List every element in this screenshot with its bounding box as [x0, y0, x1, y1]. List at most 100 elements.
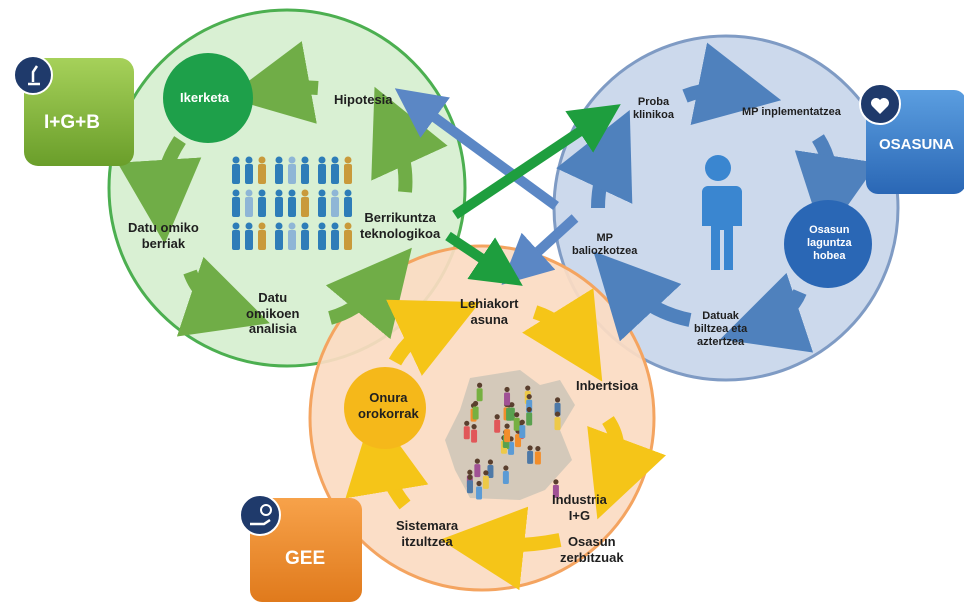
person-figure — [331, 189, 339, 217]
gee-badge[interactable] — [239, 494, 362, 602]
zerb-line1: Osasun — [567, 534, 616, 549]
person-figure — [275, 222, 283, 250]
osasun-laguntza-hobea-label: Osasun laguntza hobea — [807, 224, 852, 264]
sistemara-line2: itzultzea — [401, 533, 453, 549]
person-figure — [301, 189, 309, 217]
person-figure — [258, 156, 266, 184]
proba-klinikoa-label: Proba klinikoa — [633, 96, 674, 122]
igb-badge-label: I+G+B — [44, 112, 100, 133]
berrikuntza-teknologikoa-label: Berrikuntza teknologikoa — [360, 210, 440, 241]
zerb-line2: zerbitzuak — [560, 549, 624, 565]
crowd-person — [502, 465, 509, 485]
datuak-line3: aztertzea — [697, 336, 745, 349]
person-figure — [288, 222, 296, 250]
person-figure — [288, 156, 296, 184]
mp-inplementatzea-label: MP inplementatzea — [742, 106, 841, 118]
onura-line2: orokorrak — [358, 405, 419, 421]
crowd-person — [519, 419, 526, 439]
cross-arrows — [394, 88, 621, 286]
inbertsioa-label: Inbertsioa — [576, 378, 639, 393]
people-group-icon — [232, 156, 352, 250]
person-figure — [318, 156, 326, 184]
person-figure — [288, 189, 296, 217]
lehia-line1: Lehiakort — [460, 296, 519, 311]
ikerketa-circle — [163, 53, 253, 143]
person-icon — [700, 155, 742, 270]
person-figure — [344, 222, 352, 250]
gee-badge-label: GEE — [285, 548, 326, 569]
datu-omiko-berriak-line2: berriak — [141, 235, 186, 251]
datuak-line2: biltzea eta — [694, 323, 748, 336]
datu-omikoen-analisia-label: Datu omikoen analisia — [246, 290, 299, 337]
osasuna-badge[interactable] — [859, 83, 964, 194]
igb-badge[interactable] — [13, 55, 134, 166]
crowd-person — [476, 480, 483, 500]
osasun-laguntza-circle — [784, 200, 872, 288]
berrikuntza-line2: teknologikoa — [360, 225, 441, 241]
person-figure — [245, 189, 253, 217]
person-figure — [331, 156, 339, 184]
industria-line2: I+G — [568, 507, 591, 523]
person-figure — [258, 222, 266, 250]
person-figure — [232, 222, 240, 250]
osasun-line3: hobea — [813, 250, 846, 263]
crowd-person — [526, 406, 533, 426]
person-figure — [344, 189, 352, 217]
osasun-zerbitzuak-label: Osasun zerbitzuak — [560, 534, 624, 565]
person-figure — [301, 156, 309, 184]
datu-omiko-berriak-label: Datu omiko berriak — [128, 220, 199, 251]
datuak-biltzea-label: Datuak biltzea eta aztertzea — [694, 310, 747, 350]
osasun-line2: laguntza — [807, 237, 852, 250]
mp-bal-line1: MP — [596, 232, 613, 244]
mp-bal-line2: baliozkotzea — [572, 245, 638, 258]
crowd-person — [472, 400, 479, 420]
crowd-person — [513, 412, 520, 431]
crowd-person — [482, 470, 489, 489]
analisia-line2: omikoen — [246, 305, 300, 321]
crowd-person — [487, 459, 494, 479]
crowd-person — [494, 414, 501, 433]
crowd-person — [466, 474, 473, 494]
person-figure — [232, 156, 240, 184]
analisia-line3: analisia — [248, 321, 297, 337]
lehia-line2: asuna — [470, 311, 509, 327]
analisia-line1: Datu — [258, 290, 288, 305]
onura-orokorrak-label: Onura orokorrak — [358, 390, 419, 421]
crowd-person — [554, 411, 561, 431]
person-figure — [275, 156, 283, 184]
person-figure — [344, 156, 352, 184]
mp-baliozkotzea-label: MP baliozkotzea — [572, 232, 637, 258]
health-cycle-arrows — [556, 42, 878, 353]
person-figure — [232, 189, 240, 217]
crowd-person — [476, 382, 483, 402]
osasun-line1: Osasun — [809, 224, 850, 236]
crowd-map-icon — [445, 370, 575, 500]
crowd-person — [504, 386, 511, 406]
onura-orokorrak-circle — [344, 367, 426, 449]
ikerketa-label: Ikerketa — [180, 90, 230, 105]
crowd-person — [552, 479, 559, 498]
economy-cycle-arrows — [345, 288, 666, 591]
datuak-line1: Datuak — [702, 310, 739, 322]
industria-line1: Industria — [552, 492, 607, 507]
crowd-person — [463, 420, 470, 440]
crowd-person — [504, 423, 511, 443]
proba-line1: Proba — [637, 96, 670, 108]
person-figure — [318, 189, 326, 217]
crowd-person — [527, 445, 534, 464]
crowd-person — [474, 458, 481, 478]
research-cycle-arrows — [117, 41, 448, 340]
osasuna-badge-label: OSASUNA — [879, 136, 955, 153]
proba-line2: klinikoa — [633, 109, 674, 122]
person-figure — [301, 222, 309, 250]
person-figure — [245, 222, 253, 250]
industria-ig-label: Industria I+G — [552, 492, 607, 523]
person-figure — [258, 189, 266, 217]
crowd-person — [534, 445, 541, 465]
onura-line1: Onura — [369, 390, 408, 405]
person-figure — [275, 189, 283, 217]
person-figure — [331, 222, 339, 250]
crowd-person — [471, 424, 478, 443]
hand-gears-icon — [239, 494, 281, 536]
